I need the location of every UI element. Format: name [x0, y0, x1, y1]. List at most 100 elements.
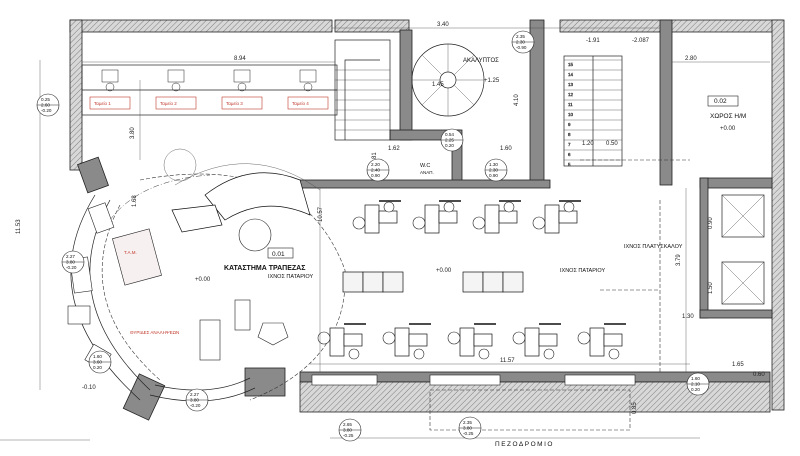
- main-room-code: 0.01: [272, 251, 285, 258]
- platform-trace: ΙΧΝΟΣ ΠΛΑΤΥΣΚΑΛΟΥ: [624, 244, 683, 250]
- light-well-label: ΑΚΑΛΥΠΤΟΣ: [463, 58, 499, 64]
- level-stair-right-2: -2.087: [632, 38, 650, 44]
- dim-v-181: 1.81: [372, 152, 378, 164]
- section-tag-t11: 1.602.100.20: [686, 372, 710, 396]
- teller-label: Ταμείο 1: [94, 101, 111, 106]
- tag-value: 2.35: [463, 420, 472, 425]
- tag-value: 1.60: [93, 354, 102, 359]
- tag-value: 3.80: [190, 398, 199, 403]
- dim-b-085: 0.85: [632, 402, 638, 414]
- lift-shafts: [721, 194, 765, 305]
- wc-label: W.C: [420, 163, 430, 169]
- left-stair: [334, 39, 391, 141]
- main-room-title: ΚΑΤΑΣΤΗΜΑ ΤΡΑΠΕΖΑΣ: [224, 265, 305, 272]
- workstation-1: [352, 200, 401, 234]
- tag-value: 3.80: [463, 426, 472, 431]
- stair-number: 12: [568, 92, 574, 97]
- section-tag-t6: 2.273.80-0.20: [61, 250, 85, 274]
- mezzanine-trace-1: ΙΧΝΟΣ ΠΑΤΑΡΙΟΥ: [268, 274, 314, 280]
- workstation-9: [577, 323, 626, 360]
- dim-bot-1157: 11.57: [500, 358, 515, 364]
- dim-v-168: 1.68: [132, 195, 138, 207]
- section-tag-t10: 2.353.80-0.25: [458, 416, 482, 440]
- stair-number: 7: [568, 142, 571, 147]
- teller-label: Ταμείο 4: [292, 101, 309, 106]
- tag-value: 2.27: [190, 392, 199, 397]
- teller-label: Ταμείο 3: [226, 101, 243, 106]
- section-tag-t5: 1.302.300.90: [484, 158, 508, 182]
- stair-number: 8: [568, 132, 571, 137]
- stair-number: 10: [568, 112, 574, 117]
- stair-number: 14: [568, 72, 574, 77]
- atm-red-label: ΘΥΡΙΔΕΣ ΑΝΑΛΗΨΕΩΝ: [130, 330, 179, 335]
- teller-1: Ταμείο 1: [89, 69, 131, 110]
- dim-top-894: 8.94: [234, 56, 246, 62]
- tag-value: 0.25: [41, 97, 50, 102]
- tag-value: 2.30: [489, 168, 498, 173]
- section-tag-t1: 0.252.60-0.20: [36, 93, 60, 117]
- dim-r-165: 1.65: [732, 362, 744, 368]
- dim-h-162: 1.62: [388, 146, 400, 152]
- level-center-2: +0.00: [436, 268, 452, 274]
- tag-value: 2.60: [41, 103, 50, 108]
- level-left-low: -0.10: [82, 385, 96, 391]
- tag-value: 2.40: [371, 168, 380, 173]
- section-tag-t8: 2.273.80-0.20: [185, 388, 209, 412]
- section-tags: 0.252.60-0.202.352.30-0.902.202.400.900.…: [36, 30, 710, 442]
- dim-left-380: 3.80: [130, 127, 136, 139]
- tag-value: 2.25: [445, 138, 454, 143]
- stair-number: 5: [568, 162, 571, 167]
- tag-value: -0.25: [463, 431, 474, 436]
- atm-modules: [67, 202, 162, 371]
- tag-value: 0.20: [445, 143, 454, 148]
- tag-value: 0.90: [371, 173, 380, 178]
- tag-value: 2.35: [516, 34, 525, 39]
- tag-value: 2.30: [516, 40, 525, 45]
- workstation-4: [532, 200, 581, 234]
- section-tag-t4: 0.542.250.20: [440, 128, 464, 152]
- lounge-sofas: [199, 271, 524, 361]
- tag-value: 2.65: [343, 422, 352, 427]
- section-tag-t7: 1.603.600.20: [88, 350, 112, 374]
- tag-value: 0.90: [489, 173, 498, 178]
- tag-value: -0.25: [343, 433, 354, 438]
- level-stair-right-1: -1.91: [586, 38, 600, 44]
- tag-value: 3.80: [66, 260, 75, 265]
- workstations: [317, 200, 626, 360]
- spiral-stair: [411, 43, 485, 117]
- tag-value: 3.80: [343, 428, 352, 433]
- dim-h-120: 1.20: [582, 141, 594, 147]
- labels: ΚΑΤΑΣΤΗΜΑ ΤΡΑΠΕΖΑΣ 0.01 0.02 ΧΩΡΟΣ Η/Μ +…: [16, 22, 765, 448]
- atm-small-label: Τ.Α.Μ.: [124, 250, 137, 255]
- level-center: +0.00: [195, 277, 211, 283]
- tag-value: -0.20: [66, 265, 77, 270]
- reception-desk: [163, 148, 311, 252]
- dim-h-050: 0.50: [606, 141, 618, 147]
- dim-mid-1057: 10.57: [318, 206, 324, 222]
- section-tag-t2: 2.352.30-0.90: [511, 30, 535, 54]
- dim-left-1153: 11.53: [16, 219, 22, 234]
- stair-number: 11: [568, 102, 573, 107]
- tag-value: 2.27: [66, 254, 75, 259]
- tag-value: 0.20: [93, 365, 102, 370]
- workstation-8: [512, 323, 561, 360]
- level-stair-top: +1.25: [484, 78, 500, 84]
- wc-sub-label: ΑΝΑΠ.: [420, 170, 434, 175]
- dimension-lines: [0, 27, 770, 441]
- dim-h-160: 1.60: [500, 146, 512, 152]
- teller-2: Ταμείο 2: [155, 69, 197, 110]
- workstation-5: [317, 323, 366, 360]
- tag-value: 3.60: [93, 360, 102, 365]
- dim-r-130: 1.30: [682, 314, 694, 320]
- dim-right-280: 2.80: [685, 56, 697, 62]
- stair-number: 6: [568, 152, 571, 157]
- dim-h-145: 1.45: [432, 82, 444, 88]
- dim-r-090: 0.90: [708, 217, 714, 229]
- tag-value: -0.90: [516, 45, 527, 50]
- tag-value: -0.20: [41, 108, 52, 113]
- teller-4: Ταμείο 4: [287, 69, 329, 110]
- dim-top-340: 3.40: [437, 22, 449, 28]
- workstation-3: [472, 200, 521, 234]
